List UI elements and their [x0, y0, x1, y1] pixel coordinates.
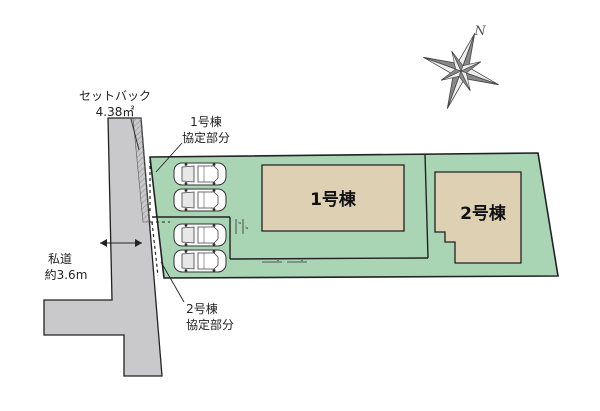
svg-text:≒: ≒: [238, 220, 241, 225]
car-icon: [173, 162, 227, 186]
car-icon: [173, 223, 227, 247]
car-icon: [173, 188, 227, 212]
building-1: [261, 164, 405, 232]
lot-divider: [229, 257, 429, 260]
svg-text:≒: ≒: [245, 225, 248, 230]
building-2-label: 2号棟: [460, 203, 507, 224]
private-road-title: 私道: [48, 252, 72, 266]
private-road: [43, 117, 163, 377]
utility-marker: ≒ ≒ ≒ ≒: [235, 219, 307, 263]
lot-divider: [424, 153, 429, 259]
road-width-dimension: [100, 239, 142, 247]
agreement-2-line2: 協定部分: [186, 317, 234, 332]
agreement-2-line1: 2号棟: [186, 301, 218, 316]
agreement-2-leader: [160, 261, 185, 303]
building-1-label: 1号棟: [310, 189, 357, 210]
agreement-1-line2: 協定部分: [182, 130, 230, 145]
compass-icon: [423, 33, 499, 109]
building-2: [434, 171, 522, 264]
svg-text:≒: ≒: [300, 257, 303, 262]
setback-title: セットバック: [79, 89, 151, 103]
setback-area: 4.38㎡: [96, 105, 135, 119]
compass-north-label: N: [473, 24, 486, 39]
private-road-width: 約3.6m: [45, 267, 88, 282]
agreement-1-leader: [155, 142, 183, 173]
car-icon: [173, 249, 227, 273]
svg-text:≒: ≒: [276, 257, 279, 262]
setback-leader: [130, 118, 140, 151]
agreement-1-line1: 1号棟: [190, 114, 222, 129]
